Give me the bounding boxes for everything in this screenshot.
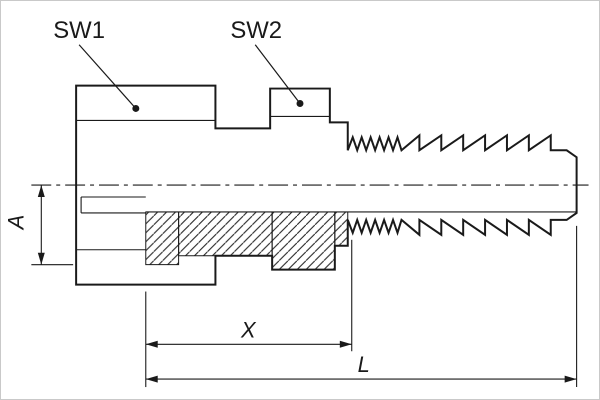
- dimension-a: A: [3, 185, 74, 266]
- dim-x-label: X: [240, 317, 257, 342]
- dim-l-label: L: [358, 352, 370, 377]
- sw1-leader-dot: [132, 104, 140, 112]
- hatch-thread-zone: [145, 211, 180, 266]
- sw1-leader-line: [78, 44, 137, 109]
- dim-a-arrow-top: [37, 185, 45, 198]
- dim-x-arrow-right: [339, 340, 352, 348]
- hatch-body-zone: [178, 211, 273, 257]
- sw2-leader-dot: [296, 100, 304, 107]
- sw2-label: SW2: [230, 17, 282, 44]
- sw1-label: SW1: [53, 17, 105, 44]
- hatch-sw2-zone: [271, 211, 336, 271]
- dim-l-arrow-right: [564, 375, 577, 383]
- sw1-callout: SW1: [53, 17, 140, 112]
- dimension-l: L: [145, 225, 578, 388]
- dim-l-arrow-left: [145, 375, 158, 383]
- nut-thread-lines: [80, 196, 146, 214]
- sw2-callout: SW2: [230, 17, 304, 107]
- sw2-leader-line: [254, 44, 301, 104]
- fitting-outline: [75, 84, 578, 286]
- dim-a-arrow-bottom: [37, 252, 45, 265]
- dimension-x: X: [145, 239, 353, 388]
- section-hatching: [145, 211, 349, 271]
- dim-a-label: A: [3, 215, 28, 232]
- hatch-shoulder-zone: [334, 211, 349, 247]
- dim-x-arrow-left: [145, 340, 158, 348]
